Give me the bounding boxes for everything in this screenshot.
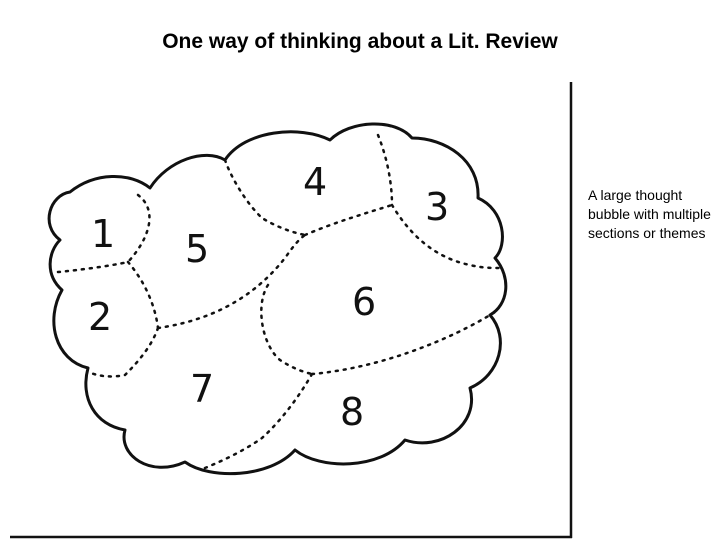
divider-8 xyxy=(376,133,394,207)
diagram-title: One way of thinking about a Lit. Review xyxy=(162,30,558,53)
divider-6 xyxy=(156,233,307,330)
divider-1 xyxy=(126,193,151,264)
divider-7 xyxy=(303,203,394,237)
section-label-8: 8 xyxy=(340,390,364,434)
divider-11 xyxy=(310,310,497,376)
caption-text: A large thought bubble with multiple sec… xyxy=(588,187,711,241)
section-label-4: 4 xyxy=(303,160,327,204)
divider-3 xyxy=(126,260,160,330)
thought-bubble-outline xyxy=(47,122,508,476)
divider-12 xyxy=(198,372,314,472)
divider-5 xyxy=(223,158,307,237)
section-label-1: 1 xyxy=(91,212,115,256)
divider-9 xyxy=(390,203,504,270)
section-label-7: 7 xyxy=(190,367,214,411)
section-label-2: 2 xyxy=(88,295,112,339)
divider-2 xyxy=(56,260,130,274)
section-label-5: 5 xyxy=(185,227,209,271)
section-label-3: 3 xyxy=(425,185,449,229)
divider-4 xyxy=(86,326,160,378)
divider-10 xyxy=(260,283,314,376)
section-label-6: 6 xyxy=(352,280,376,324)
